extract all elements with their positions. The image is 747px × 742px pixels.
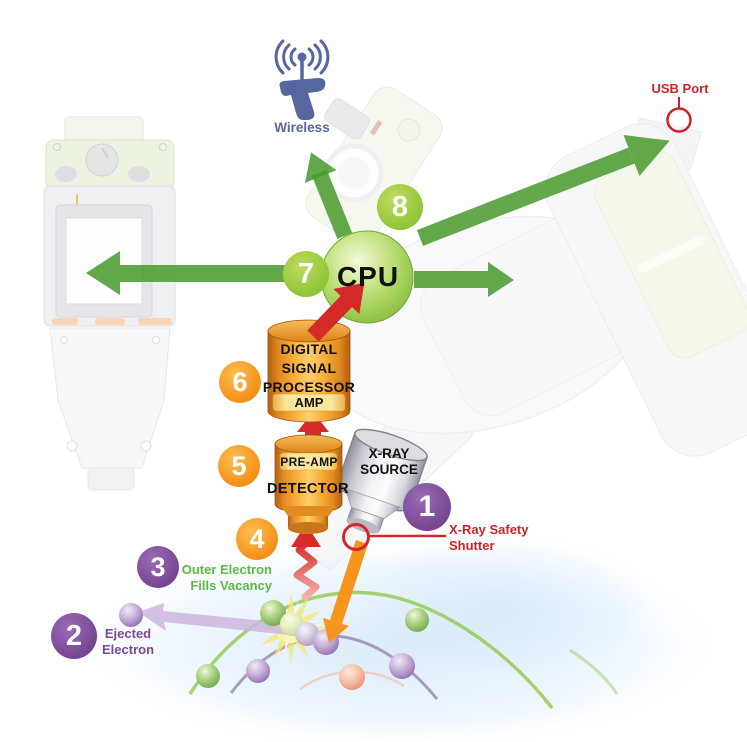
step-7-badge: 7: [283, 251, 329, 297]
analyzer-front-view-ghost: [43, 116, 176, 491]
outer-electron-line1: Outer Electron: [181, 562, 272, 577]
usb-port-circle: [666, 107, 692, 133]
device-screw: [53, 143, 61, 151]
step-8-number: 8: [391, 190, 409, 223]
cpu-label: CPU: [336, 261, 400, 292]
detector-cylinder: [274, 434, 343, 534]
shutter-line1: X-Ray Safety: [449, 522, 529, 537]
dsp-line3: PROCESSOR: [262, 379, 356, 395]
atom-background-wash2: [325, 526, 675, 690]
gun-red-marker: [369, 120, 383, 136]
device-knob: [85, 143, 119, 177]
electrons: [119, 600, 429, 690]
outer-electron-label: Outer Electron Fills Vacancy: [150, 562, 272, 594]
usb-port-label: USB Port: [651, 81, 709, 96]
step-2-badge: 2: [51, 613, 97, 659]
amp-band: [272, 393, 346, 412]
device-dash: [95, 318, 125, 325]
electron-green: [405, 608, 429, 632]
step-6-number: 6: [232, 366, 248, 397]
device-dash: [52, 318, 78, 325]
step-7-number: 7: [297, 257, 315, 290]
gun-lens-inner: [338, 157, 370, 189]
step-1-badge: 1: [403, 483, 451, 531]
step-5-badge: 5: [218, 445, 260, 487]
outer-orbit-right: [569, 648, 619, 695]
device-screw: [60, 336, 68, 344]
step-2-number: 2: [65, 619, 83, 652]
electron-salmon: [339, 664, 365, 690]
arrow-cpu-to-wireless: [305, 152, 353, 239]
step-3-badge: 3: [137, 546, 179, 588]
outer-electron-line2: Fills Vacancy: [190, 578, 272, 593]
shutter-line2: Shutter: [449, 538, 495, 553]
dsp-line1: DIGITAL: [280, 341, 338, 357]
xray-source-line2: SOURCE: [360, 462, 418, 477]
gun-top-cap: [324, 98, 370, 140]
detector-label: DETECTOR: [267, 481, 349, 497]
electron-gray: [295, 622, 319, 646]
device-button-right: [128, 166, 150, 182]
dsp-cylinder: [267, 319, 351, 423]
ejected-electron-label: Ejected Electron: [102, 626, 154, 657]
ejected-line1: Ejected: [104, 626, 152, 641]
step-6-badge: 6: [219, 361, 261, 403]
gun-knob: [397, 118, 421, 142]
device-knob-mark: [101, 147, 109, 159]
arrow-cpu-to-right: [414, 262, 514, 297]
xray-safety-shutter-label: X-Ray Safety Shutter: [449, 522, 528, 554]
device-lower-body: [49, 327, 171, 469]
step-8-badge: 8: [377, 184, 423, 230]
wireless-device-glyph: [279, 78, 326, 120]
arrow-to-usb-port: [416, 135, 670, 246]
arrow-cpu-to-display: [86, 251, 333, 295]
wireless-icon: [274, 39, 330, 120]
dsp-line2: SIGNAL: [281, 360, 337, 376]
data-arrows: [86, 135, 670, 297]
dsp-label: DIGITAL SIGNAL PROCESSOR: [263, 340, 355, 397]
pre-amp-label: PRE-AMP: [280, 455, 338, 469]
xray-source-line1: X-RAY: [368, 446, 410, 461]
incident-xray-arrow: [323, 540, 368, 643]
device-screw: [66, 440, 78, 452]
device-screw: [152, 336, 160, 344]
amp-label: AMP: [294, 395, 324, 410]
electron-green: [260, 600, 286, 626]
wireless-label: Wireless: [274, 120, 330, 135]
gun-battery-tab: [637, 235, 706, 274]
electron-green: [196, 664, 220, 688]
xray-source-label: X-RAY SOURCE: [360, 446, 418, 478]
step-4-number: 4: [249, 523, 265, 554]
usb-port-marker: [666, 97, 692, 133]
electron-purple: [246, 659, 270, 683]
electron-purple: [389, 653, 415, 679]
device-screw: [140, 440, 152, 452]
device-dash: [138, 318, 172, 325]
device-foot: [87, 467, 135, 491]
ejected-electron: [119, 603, 143, 627]
device-screw: [159, 143, 167, 151]
outer-orbit: [188, 590, 554, 710]
ejected-electron-arrow: [138, 603, 308, 637]
step-1-number: 1: [418, 490, 436, 523]
step-3-number: 3: [150, 551, 166, 582]
pre-amp-band: [279, 452, 338, 471]
step-5-number: 5: [231, 450, 247, 481]
ejected-line2: Electron: [101, 641, 155, 657]
device-button-left: [55, 166, 77, 182]
fluorescent-xray-arrow: [291, 524, 321, 601]
step-4-badge: 4: [236, 518, 278, 560]
signal-arrow-dsp-to-cpu: [307, 282, 365, 342]
shutter-circle: [342, 523, 370, 551]
device-screen: [65, 217, 143, 305]
